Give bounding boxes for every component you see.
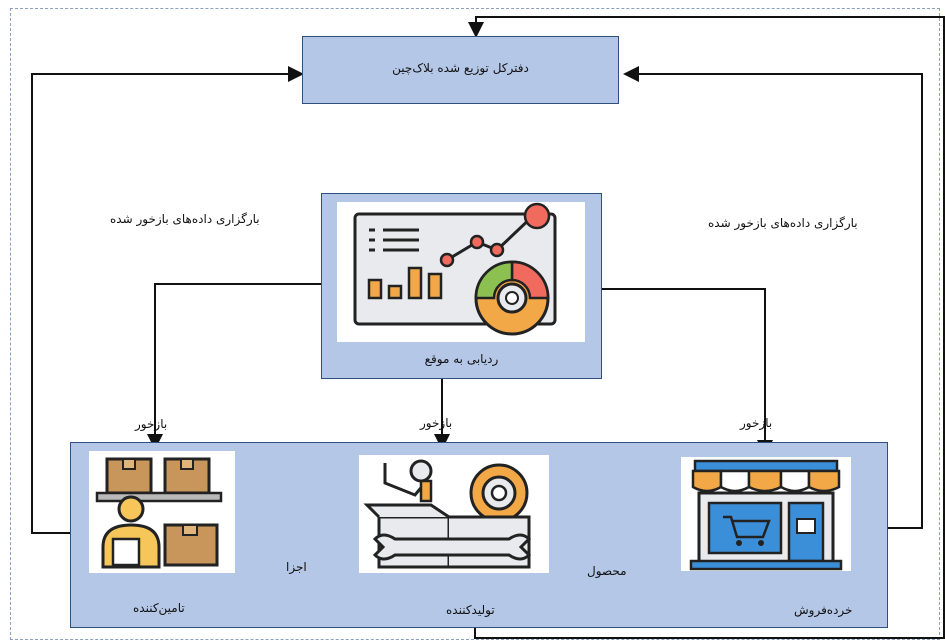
upload-label-left: بارگزاری داده‌های بازخور شده [110,212,260,226]
product-label: محصول [587,564,627,578]
retailer-to-ledger-arrow [623,66,923,529]
tracking-box: ردیابی به موقع [321,193,602,379]
manufacturer-label: تولیدکننده [446,603,495,617]
supplier-to-ledger-arrow [31,66,304,534]
feedback-label-retailer: بازخور [740,416,773,430]
supply-chain-box: اجزا محصول تامین‌کننده تولیدکننده خرده‌ف… [70,442,888,628]
tracking-to-retailer-arrow [602,288,773,456]
analytics-dashboard-icon [337,202,585,342]
feedback-label-manufacturer: بازخور [420,416,453,430]
feedback-label-supplier: بازخور [135,417,168,431]
supplier-label: تامین‌کننده [133,601,185,615]
ledger-label: دفترکل توزیع شده بلاک‌چین [392,61,529,75]
tracking-label: ردیابی به موقع [424,352,499,366]
upload-label-right: بارگزاری داده‌های بازخور شده [708,216,858,230]
supplier-icon [89,451,235,573]
parts-label: اجزا [286,560,307,574]
retailer-icon [681,457,851,571]
diagram-frame [10,8,940,640]
manufacturer-icon [359,455,549,573]
retailer-label: خرده‌فروش [794,603,853,617]
ledger-box: دفترکل توزیع شده بلاک‌چین [302,36,619,104]
tracking-to-supplier-arrow [147,283,321,450]
manufacturer-to-ledger-arrow [468,16,945,639]
